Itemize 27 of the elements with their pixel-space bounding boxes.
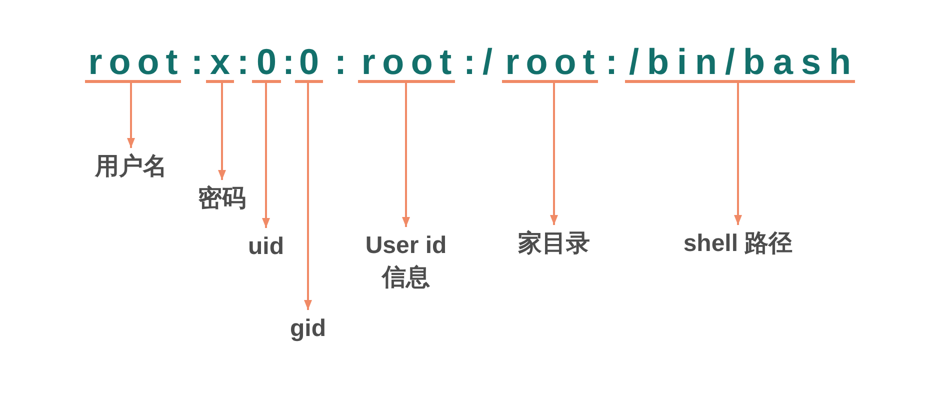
field-label: gid bbox=[290, 310, 326, 346]
underlined-segment: /bin/bash bbox=[625, 44, 855, 83]
separator-text: :/ bbox=[462, 44, 496, 80]
underlined-segment: root bbox=[502, 44, 598, 83]
separator-text: : bbox=[606, 44, 618, 80]
separator-text: : bbox=[334, 44, 346, 80]
underlined-segment: 0 bbox=[252, 44, 281, 83]
arrow bbox=[734, 83, 742, 225]
arrow bbox=[218, 83, 226, 180]
arrow bbox=[127, 83, 135, 148]
underlined-segment: 0 bbox=[295, 44, 323, 83]
underlined-segment: root bbox=[85, 44, 181, 83]
field-label: uid bbox=[248, 228, 284, 264]
separator-text: : bbox=[191, 44, 203, 80]
field-label: User id 信息 bbox=[358, 227, 454, 295]
field-label: 密码 bbox=[198, 180, 246, 216]
underlined-segment: root bbox=[358, 44, 455, 83]
arrow bbox=[550, 83, 558, 225]
arrow bbox=[262, 83, 270, 228]
separator-text: : bbox=[237, 44, 249, 80]
arrow bbox=[402, 83, 410, 227]
field-label: 家目录 bbox=[518, 225, 590, 260]
underlined-segment: x bbox=[206, 44, 234, 83]
arrow bbox=[304, 83, 312, 310]
field-label: shell 路径 bbox=[683, 225, 793, 260]
separator-text: : bbox=[282, 44, 294, 80]
field-label: 用户名 bbox=[95, 148, 167, 184]
